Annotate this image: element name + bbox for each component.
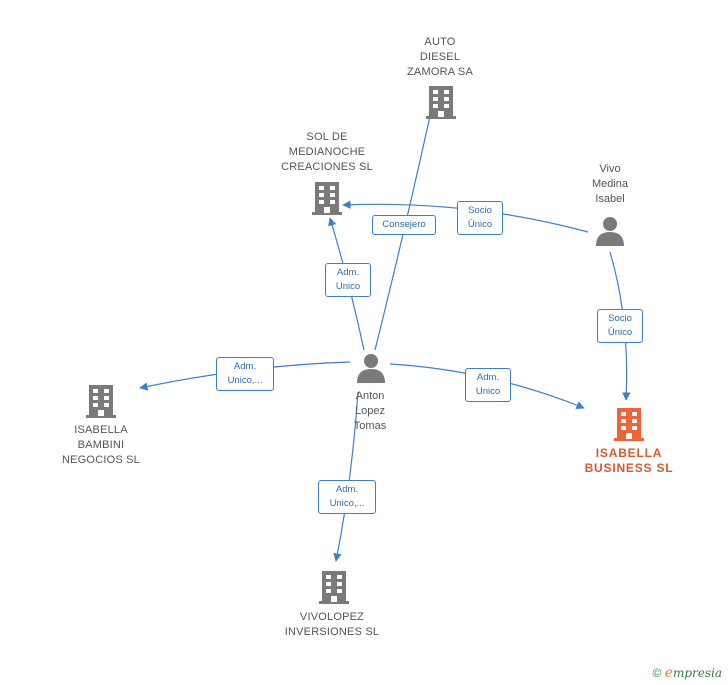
node-label-vivo-medina[interactable]: Vivo Medina Isabel <box>591 163 629 205</box>
building-icon[interactable] <box>311 180 343 216</box>
person-icon[interactable] <box>355 352 387 384</box>
edge-label-adm-unico-bambini[interactable]: Adm. Unico,... <box>216 357 274 391</box>
brand-name: mpresia <box>672 666 722 680</box>
node-label-isabella-business[interactable]: ISABELLA BUSINESS SL <box>584 446 674 475</box>
building-icon[interactable] <box>425 84 457 120</box>
edge-label-socio-unico-sol[interactable]: Socio Único <box>457 201 503 235</box>
edge-label-adm-unico-sol[interactable]: Adm. Unico <box>325 263 371 297</box>
node-label-sol-de-medianoche[interactable]: SOL DE MEDIANOCHE CREACIONES SL <box>281 131 373 173</box>
node-label-auto-diesel[interactable]: AUTO DIESEL ZAMORA SA <box>407 36 473 78</box>
brand-initial: e <box>664 665 673 681</box>
node-label-vivolopez[interactable]: VIVOLOPEZ INVERSIONES SL <box>284 611 380 638</box>
node-label-isabella-bambini[interactable]: ISABELLA BAMBINI NEGOCIOS SL <box>62 424 140 466</box>
footer-brand: © empresia <box>652 665 722 681</box>
copyright-symbol: © <box>652 666 662 680</box>
edge-anton-to-vivolopez <box>333 391 359 562</box>
building-icon[interactable] <box>318 569 350 605</box>
edge-label-adm-unico-business[interactable]: Adm. Unico <box>465 368 511 402</box>
edge-label-socio-unico-business[interactable]: Socio Único <box>597 309 643 343</box>
brand-logo: empresia <box>664 665 722 681</box>
edge-label-adm-unico-vivolopez[interactable]: Adm. Unico,... <box>318 480 376 514</box>
building-icon[interactable] <box>85 383 117 419</box>
node-label-anton-lopez[interactable]: Anton Lopez Tomas <box>353 390 387 432</box>
building-icon[interactable] <box>613 406 645 442</box>
edge-label-consejero[interactable]: Consejero <box>372 215 436 235</box>
person-icon[interactable] <box>594 215 626 247</box>
